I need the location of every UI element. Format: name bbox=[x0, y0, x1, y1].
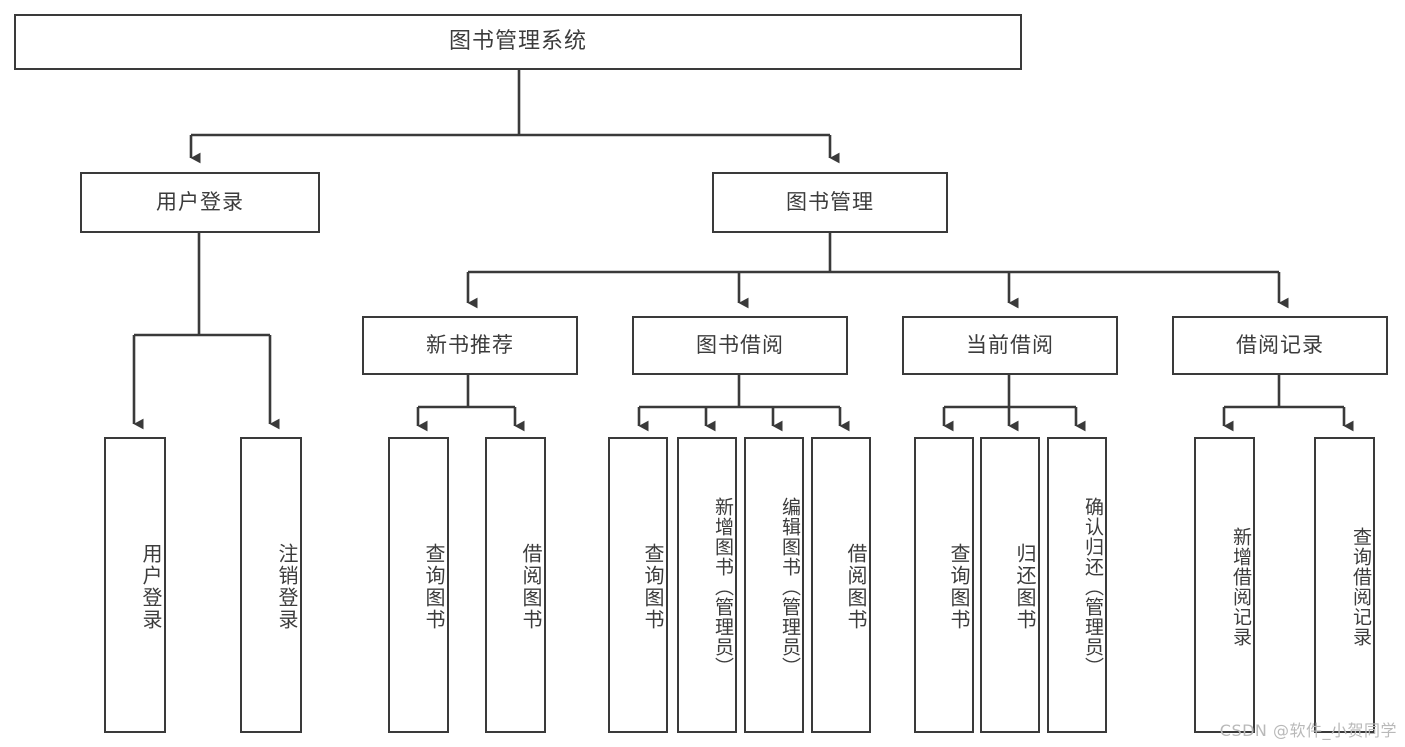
leaf-record-add-borrow-record[interactable]: 新增借阅记录 bbox=[1194, 437, 1255, 733]
node-book-borrow[interactable]: 图书借阅 bbox=[632, 316, 848, 375]
node-current-borrow[interactable]: 当前借阅 bbox=[902, 316, 1118, 375]
leaf-user-login-signin[interactable]: 用户登录 bbox=[104, 437, 166, 733]
leaf-borrow-edit-book-admin[interactable]: 编辑图书（管理员） bbox=[744, 437, 804, 733]
leaf-record-query-borrow-record[interactable]: 查询借阅记录 bbox=[1314, 437, 1375, 733]
leaf-current-return-book[interactable]: 归还图书 bbox=[980, 437, 1040, 733]
node-user-login[interactable]: 用户登录 bbox=[80, 172, 320, 233]
watermark-credit: CSDN @软件_小贺同学 bbox=[1219, 721, 1397, 740]
leaf-recommend-borrow-book[interactable]: 借阅图书 bbox=[485, 437, 546, 733]
leaf-borrow-borrow-book[interactable]: 借阅图书 bbox=[811, 437, 871, 733]
node-book-management[interactable]: 图书管理 bbox=[712, 172, 948, 233]
leaf-current-query-book[interactable]: 查询图书 bbox=[914, 437, 974, 733]
node-new-book-recommend[interactable]: 新书推荐 bbox=[362, 316, 578, 375]
node-root-system[interactable]: 图书管理系统 bbox=[14, 14, 1022, 70]
leaf-user-login-signout[interactable]: 注销登录 bbox=[240, 437, 302, 733]
node-borrow-record[interactable]: 借阅记录 bbox=[1172, 316, 1388, 375]
leaf-current-confirm-return-admin[interactable]: 确认归还（管理员） bbox=[1047, 437, 1107, 733]
leaf-borrow-add-book-admin[interactable]: 新增图书（管理员） bbox=[677, 437, 737, 733]
leaf-recommend-query-book[interactable]: 查询图书 bbox=[388, 437, 449, 733]
leaf-borrow-query-book[interactable]: 查询图书 bbox=[608, 437, 668, 733]
